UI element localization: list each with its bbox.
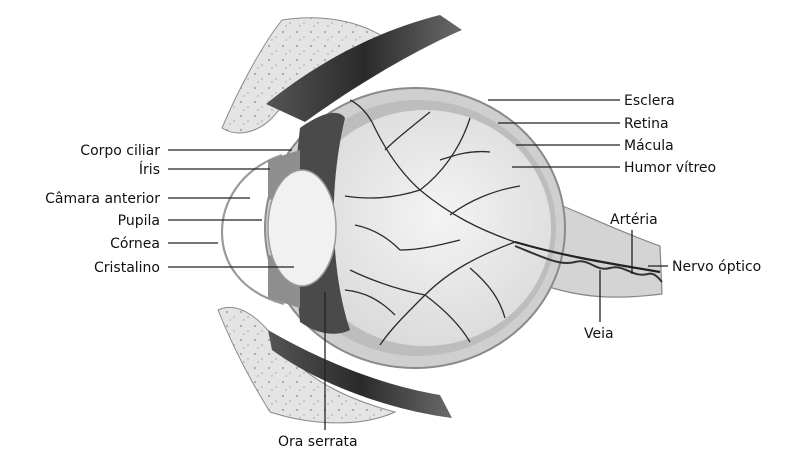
label-ora-serrata: Ora serrata — [278, 434, 358, 450]
label-humor-vitreo: Humor vítreo — [624, 160, 716, 176]
label-cristalino: Cristalino — [94, 260, 160, 276]
label-esclera: Esclera — [624, 93, 675, 109]
label-cornea: Córnea — [110, 236, 160, 252]
label-macula: Mácula — [624, 138, 674, 154]
label-corpo-ciliar: Corpo ciliar — [80, 143, 160, 159]
label-camara-anterior: Câmara anterior — [45, 191, 160, 207]
label-nervo-optico: Nervo óptico — [672, 259, 761, 275]
label-iris: Íris — [139, 161, 160, 178]
label-arteria: Artéria — [610, 212, 658, 228]
label-veia: Veia — [584, 326, 614, 342]
lens — [268, 170, 336, 286]
label-pupila: Pupila — [118, 213, 160, 229]
label-retina: Retina — [624, 116, 669, 132]
